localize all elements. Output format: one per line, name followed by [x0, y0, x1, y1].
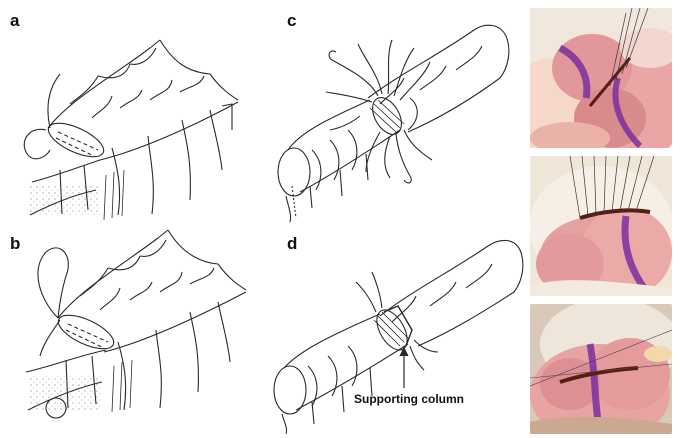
panel-label-c: c [287, 11, 297, 30]
panel-b-stipple [30, 376, 102, 410]
surgical-photo-2 [530, 156, 672, 296]
supporting-column-label: Supporting column [354, 392, 464, 406]
panel-a-stipple [30, 185, 100, 215]
panel-c-drawing [277, 24, 510, 223]
panel-label-a: a [10, 11, 20, 30]
surgical-photo-3 [530, 304, 672, 434]
panel-label-b: b [10, 234, 21, 253]
surgical-photo-1 [530, 8, 672, 148]
panel-d-drawing [273, 239, 524, 435]
panel-label-d: d [287, 234, 298, 253]
panel-b-drawing [25, 229, 247, 419]
